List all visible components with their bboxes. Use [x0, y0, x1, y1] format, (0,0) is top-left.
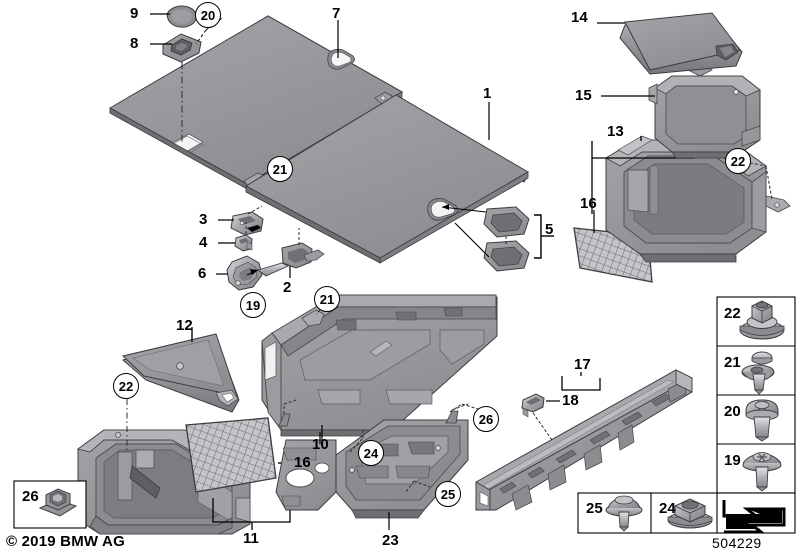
callout-18: 18	[562, 392, 579, 409]
callout-25-panel: 25	[435, 481, 461, 507]
part-2-support-strut	[257, 242, 325, 277]
callout-16-right: 16	[580, 195, 597, 212]
callout-16-left: 16	[294, 454, 311, 471]
copyright-notice: © 2019 BMW AG	[6, 533, 125, 550]
part-10-floor-carrier-panel	[261, 294, 498, 437]
legend-number-21: 21	[724, 354, 741, 371]
legend-icon-24-flange-nut	[667, 498, 713, 529]
callout-3: 3	[199, 211, 208, 228]
callout-22-right: 22	[725, 148, 751, 174]
legend-icon-21-expanding-rivet	[741, 351, 775, 395]
callout-6: 6	[198, 265, 207, 282]
legend-icon-19-torx-pan-screw	[742, 452, 782, 492]
callout-5: 5	[545, 221, 554, 238]
callout-21-lower: 21	[314, 286, 340, 312]
part-14-storage-compartment-lid	[619, 12, 743, 75]
legend-number-22: 22	[724, 305, 741, 322]
callout-24-panel: 24	[358, 440, 384, 466]
part-12-tray-lid	[121, 333, 240, 413]
callout-23: 23	[382, 532, 399, 549]
leader-26-on-panel	[451, 403, 469, 411]
part-1-loadfloor-panel-lower	[244, 94, 529, 264]
callout-4: 4	[199, 234, 208, 251]
legend-icon-20-torx-screw	[745, 399, 779, 442]
part-8-lashing-eye-socket	[162, 33, 202, 63]
legend-icon-25-collar-screw	[605, 495, 643, 532]
callout-1: 1	[483, 85, 492, 102]
part-16-retaining-net-left	[185, 417, 277, 493]
callout-20: 20	[195, 2, 221, 28]
callout-9: 9	[130, 5, 139, 22]
callout-12: 12	[176, 317, 193, 334]
part-15-storage-compartment-insert	[648, 63, 761, 159]
callout-17: 17	[574, 356, 591, 373]
legend-number-20: 20	[724, 403, 741, 420]
callout-21-upper: 21	[267, 156, 293, 182]
callout-8: 8	[130, 35, 139, 52]
part-4-clip-bracket	[234, 234, 253, 252]
part-6-hinge-bracket	[226, 255, 263, 291]
legend-number-19: 19	[724, 452, 741, 469]
legend-icon-22-hex-flange-nut	[739, 300, 785, 340]
callout-2: 2	[283, 279, 292, 296]
part-5-handle-recess-trim-lower	[483, 240, 530, 272]
callout-11: 11	[243, 530, 259, 547]
callout-22-left: 22	[113, 373, 139, 399]
legend-icon-direction-of-travel-arrow	[722, 500, 786, 534]
clip-posts	[278, 413, 291, 427]
part-17-sill-trim-strip	[475, 369, 694, 511]
callout-26-inset: 26	[22, 488, 39, 505]
drawing-number: 504229	[712, 535, 762, 551]
leader-lines	[150, 13, 490, 444]
part-9-cover-cap	[166, 5, 197, 28]
callout-26-panel: 26	[473, 406, 499, 432]
part-18-sill-trim-clip	[521, 393, 545, 418]
part-5-handle-recess-trim-upper	[483, 206, 530, 238]
legend-number-24: 24	[659, 500, 676, 517]
callout-10: 10	[312, 436, 329, 453]
callout-7: 7	[332, 5, 341, 22]
legend-number-25: 25	[586, 500, 603, 517]
callout-19: 19	[240, 292, 266, 318]
part-3-bracket-upper	[230, 211, 264, 236]
callout-14: 14	[571, 9, 588, 26]
legend-icon-26-retaining-clip	[38, 488, 78, 517]
callout-13: 13	[607, 123, 624, 140]
callout-15: 15	[575, 87, 592, 104]
